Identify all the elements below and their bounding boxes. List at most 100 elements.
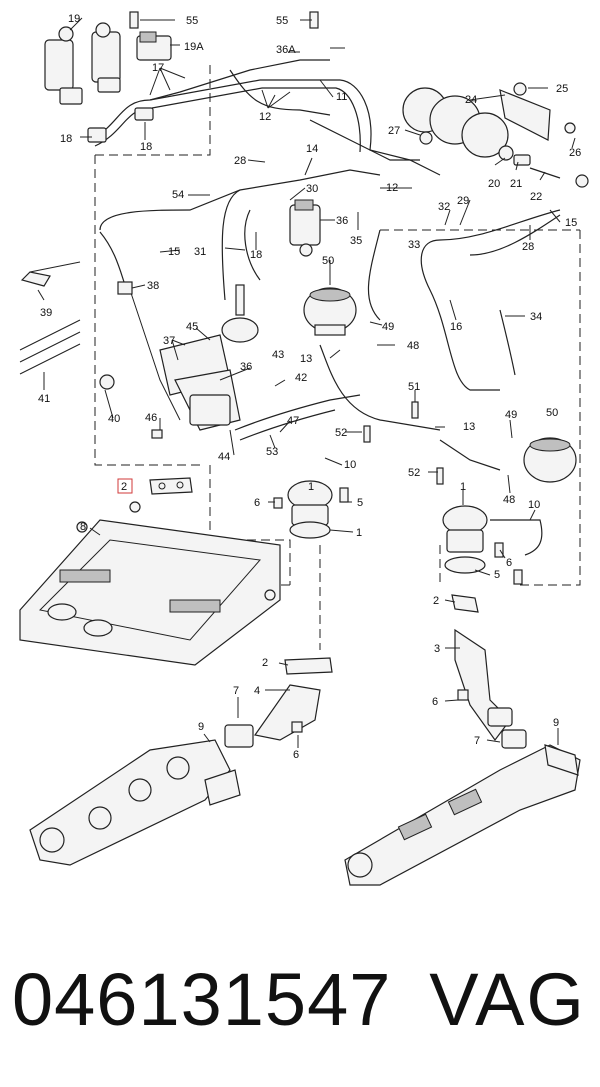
callout-1: 1 <box>308 481 314 493</box>
product-footer: 046131547 VAG <box>0 950 600 1070</box>
callout-22: 22 <box>530 191 542 203</box>
highlighted-part-marker[interactable] <box>117 478 133 494</box>
callout-19: 19 <box>68 13 80 25</box>
callout-54: 54 <box>172 189 184 201</box>
callout-16: 16 <box>450 321 462 333</box>
exploded-parts-diagram: 19 55 19A 17 18 18 55 36A 12 11 24 25 27… <box>19 11 589 886</box>
callout-15: 15 <box>565 217 577 229</box>
callout-6: 6 <box>506 557 512 569</box>
callout-9: 9 <box>553 717 559 729</box>
bolts-and-clips <box>19 11 576 733</box>
egr-valve-left <box>287 480 333 539</box>
callout-4: 4 <box>254 685 260 697</box>
callout-5: 5 <box>494 569 500 581</box>
callout-1: 1 <box>460 481 466 493</box>
vacuum-unit-50-top <box>303 287 357 336</box>
sensor-group-19 <box>44 22 172 105</box>
callout-7: 7 <box>233 685 239 697</box>
callout-50: 50 <box>546 407 558 419</box>
callout-31: 31 <box>194 246 206 258</box>
callout-9: 9 <box>198 721 204 733</box>
callout-49: 49 <box>505 409 517 421</box>
callout-25: 25 <box>556 83 568 95</box>
vacuum-unit-50-right <box>523 437 577 483</box>
egr-valve-right <box>442 505 543 574</box>
callout-10: 10 <box>528 499 540 511</box>
callout-36: 36 <box>240 361 252 373</box>
callout-29: 29 <box>457 195 469 207</box>
callout-47: 47 <box>287 415 299 427</box>
callout-32: 32 <box>438 201 450 213</box>
callout-36: 36 <box>336 215 348 227</box>
exhaust-manifold-right <box>344 744 581 886</box>
callout-34: 34 <box>530 311 542 323</box>
callout-10: 10 <box>344 459 356 471</box>
callout-52: 52 <box>335 427 347 439</box>
callout-6: 6 <box>432 696 438 708</box>
leader-lines <box>37 17 576 748</box>
exhaust-manifold-left <box>29 739 241 866</box>
callout-20: 20 <box>488 178 500 190</box>
callout-18: 18 <box>60 133 72 145</box>
callout-15: 15 <box>168 246 180 258</box>
callout-3: 3 <box>434 643 440 655</box>
callout-2: 2 <box>262 657 268 669</box>
callout-44: 44 <box>218 451 230 463</box>
callout-6-lower: 6 <box>293 749 299 761</box>
callout-11: 11 <box>336 91 347 103</box>
callout-49: 49 <box>382 321 394 333</box>
callout-41: 41 <box>38 393 50 405</box>
callout-12: 12 <box>259 111 271 123</box>
callout-27: 27 <box>388 125 400 137</box>
callout-30: 30 <box>306 183 318 195</box>
callout-55: 55 <box>186 15 198 27</box>
callout-42: 42 <box>295 372 307 384</box>
callout-55: 55 <box>276 15 288 27</box>
callout-38: 38 <box>147 280 159 292</box>
vacuum-hoses-middle <box>99 169 561 471</box>
part-number: 046131547 <box>12 958 392 1041</box>
callout-45: 45 <box>186 321 198 333</box>
egr-pipe-left <box>224 684 321 748</box>
callout-46: 46 <box>145 412 157 424</box>
callout-48: 48 <box>407 340 419 352</box>
callout-39: 39 <box>40 307 52 319</box>
solenoid-valve-36 <box>289 199 321 257</box>
callout-28: 28 <box>234 155 246 167</box>
callout-2-highlighted: 2 <box>121 481 127 493</box>
callout-40: 40 <box>108 413 120 425</box>
callout-37: 37 <box>163 335 175 347</box>
callout-18: 18 <box>250 249 262 261</box>
callout-33: 33 <box>408 239 420 251</box>
callout-13: 13 <box>300 353 312 365</box>
callout-2: 2 <box>433 595 439 607</box>
gaskets <box>149 477 479 675</box>
callout-26: 26 <box>569 147 581 159</box>
dashed-outline <box>94 60 581 650</box>
brand-name: VAG <box>429 958 586 1041</box>
callout-48: 48 <box>503 494 515 506</box>
callout-21: 21 <box>510 178 522 190</box>
callout-19a: 19A <box>184 41 204 53</box>
callout-labels: 19 55 19A 17 18 18 55 36A 12 11 24 25 27… <box>38 13 581 761</box>
callout-53: 53 <box>266 446 278 458</box>
callout-51: 51 <box>408 381 420 393</box>
egr-pipe-right <box>454 628 527 749</box>
callout-8: 8 <box>80 521 86 533</box>
callout-43: 43 <box>272 349 284 361</box>
callout-52: 52 <box>408 467 420 479</box>
pressure-actuator-37 <box>129 284 259 431</box>
callout-35: 35 <box>350 235 362 247</box>
callout-5: 5 <box>357 497 363 509</box>
callout-12: 12 <box>386 182 398 194</box>
hose-harness-top <box>87 59 441 176</box>
callout-18: 18 <box>140 141 152 153</box>
callout-36a: 36A <box>276 44 296 56</box>
callout-14: 14 <box>306 143 318 155</box>
callout-13: 13 <box>463 421 475 433</box>
callout-6: 6 <box>254 497 260 509</box>
callout-17: 17 <box>152 62 164 74</box>
vacuum-reservoir <box>402 87 589 188</box>
callout-50: 50 <box>322 255 334 267</box>
callout-1-pointer: 1 <box>356 527 362 539</box>
